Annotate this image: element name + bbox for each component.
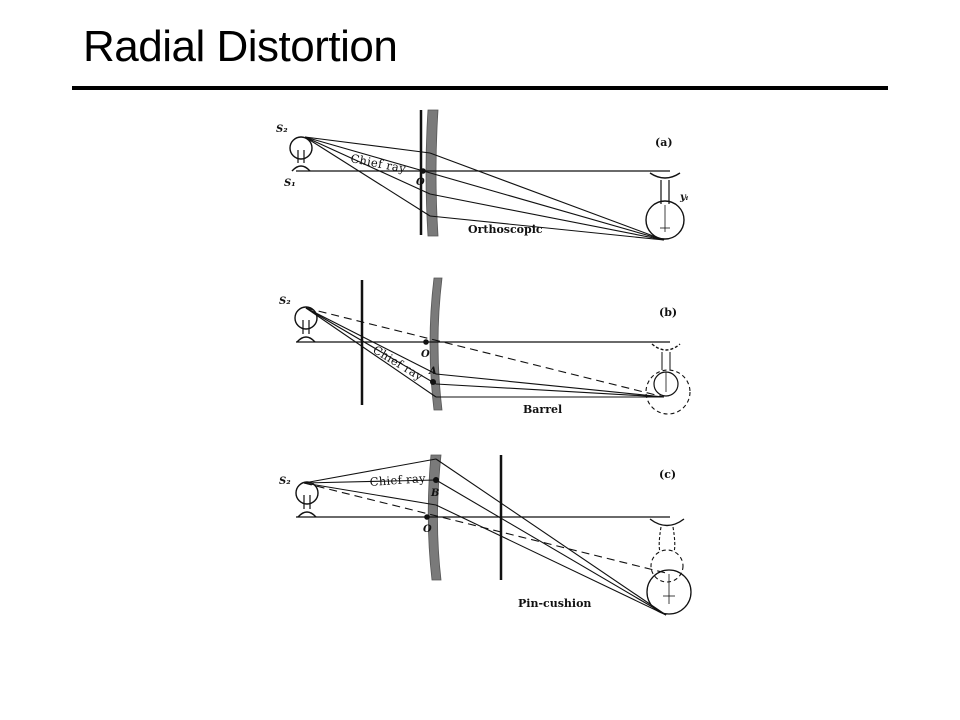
ray-c-1b <box>435 458 667 616</box>
center-label-c: O <box>423 524 432 535</box>
panel-b: S₂ Chief ray O A (b) Barrel <box>279 277 691 416</box>
image-bulb-c <box>646 518 692 615</box>
chief-ray-b2 <box>435 383 665 398</box>
object-bulb-b <box>294 306 318 343</box>
source-top-label-a: S₂ <box>276 124 288 135</box>
ray-c-1 <box>303 458 437 484</box>
lens-b <box>429 277 443 411</box>
point-label-b: B <box>430 488 439 499</box>
chief-ray-label-c: Chief ray <box>369 471 426 489</box>
panel-c: S₂ Chief ray B O (c) Pin-cushion <box>279 454 692 616</box>
slide-title: Radial Distortion <box>83 22 398 71</box>
ray-a-4b <box>429 215 665 241</box>
panel-a: S₂ S₁ Chief ray O (a) yᵢ Orthoscopic <box>276 109 689 241</box>
ray-b-1 <box>305 307 437 375</box>
point-a-b <box>430 379 436 385</box>
chief-ray-c <box>303 479 437 484</box>
ray-b-3 <box>305 307 437 398</box>
ray-c-3 <box>303 482 437 506</box>
chief-ray-b <box>305 307 437 385</box>
ray-a-1b <box>429 152 665 241</box>
ray-c-3b <box>435 504 667 616</box>
panel-tag-b: (b) <box>659 306 677 319</box>
center-label-b: O <box>421 349 430 360</box>
chief-ray-c2 <box>435 479 667 616</box>
source-top-label-c: S₂ <box>279 476 291 487</box>
image-height-label-a: yᵢ <box>679 192 689 203</box>
title-underline <box>72 86 888 90</box>
caption-b: Barrel <box>523 403 562 416</box>
panel-tag-c: (c) <box>659 468 676 481</box>
ray-a-3 <box>304 136 431 195</box>
caption-a: Orthoscopic <box>468 223 543 236</box>
chief-ray-a <box>304 136 665 241</box>
ray-b-1b <box>435 373 665 398</box>
point-b-c <box>433 477 439 483</box>
lens-center-a <box>420 168 426 174</box>
center-label-a: O <box>416 177 425 188</box>
object-bulb-a <box>289 136 313 172</box>
source-top-label-b: S₂ <box>279 296 291 307</box>
ray-a-4 <box>304 136 431 217</box>
ray-a-1 <box>304 136 431 154</box>
lens-center-b <box>423 339 429 345</box>
panel-tag-a: (a) <box>655 136 673 149</box>
image-bulb-b <box>645 343 691 415</box>
ideal-ray-b <box>305 307 665 398</box>
chief-ray-label-a: Chief ray <box>349 151 407 175</box>
chief-ray-label-b: Chief ray <box>370 343 426 384</box>
lens-center-c <box>424 514 430 520</box>
source-bottom-label-a: S₁ <box>284 178 296 189</box>
ray-a-3b <box>429 193 665 241</box>
point-label-a: A <box>428 366 437 377</box>
object-bulb-c <box>295 481 319 518</box>
caption-c: Pin-cushion <box>518 597 591 610</box>
image-bulb-a <box>645 172 685 240</box>
